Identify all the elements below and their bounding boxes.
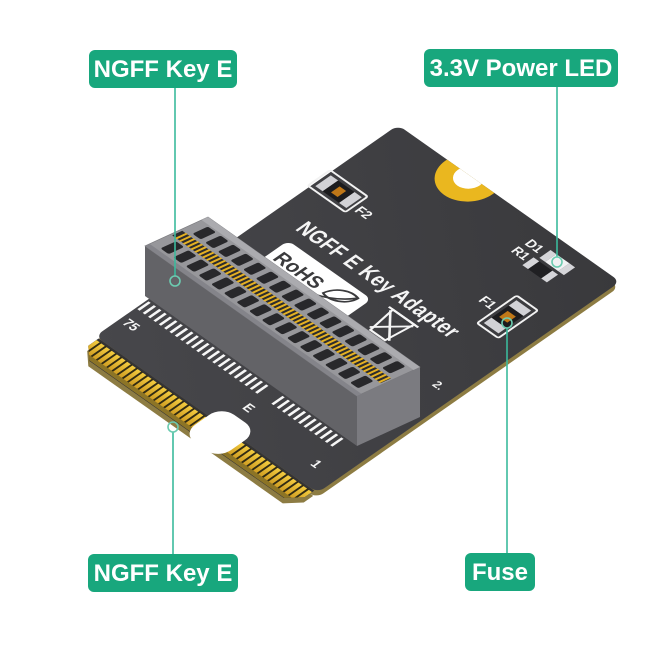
callout-label-top-right-text: 3.3V Power LED <box>430 55 613 82</box>
callout-endpoint-socket <box>169 275 181 287</box>
edge-connector-tab <box>78 338 315 505</box>
fuse-f1-cap <box>483 317 507 334</box>
resistor-body <box>528 261 553 279</box>
fuse-f2-cap <box>339 192 362 209</box>
power-led <box>545 254 570 272</box>
callout-endpoint-fuse <box>501 317 513 329</box>
socket-back-ridge <box>201 217 420 370</box>
fuse-f2-element <box>331 186 347 197</box>
socket-top-face <box>144 216 421 397</box>
callout-label-top-left: NGFF Key E <box>89 50 237 88</box>
key-e-notch <box>189 411 251 454</box>
socket-slot-row-back <box>193 227 405 374</box>
fuse-f1-cap <box>508 300 532 316</box>
socket-front-edge <box>145 243 362 397</box>
fuse-f2: F2 <box>307 169 376 221</box>
pcb-surface <box>99 127 617 491</box>
callouts: NGFF Key E 3.3V Power LED NGFF Key E Fus… <box>88 49 618 592</box>
callout-label-bottom-right: Fuse <box>465 553 535 591</box>
socket-slot-row-front <box>161 241 373 388</box>
led-pad <box>558 263 576 276</box>
resistor-pad <box>541 270 559 283</box>
resistor-pad <box>522 257 540 270</box>
gold-finger-gaps <box>84 342 310 501</box>
ngff-socket <box>144 216 421 446</box>
pcb-board: 75 E 1 2. NGFF E Key Adapter RoHS <box>78 127 617 505</box>
callout-label-bottom-right-text: Fuse <box>472 559 528 586</box>
callout-label-top-left-text: NGFF Key E <box>94 56 233 83</box>
callout-label-bottom-left: NGFF Key E <box>88 554 238 592</box>
socket-gold-pins <box>175 232 391 383</box>
callout-label-bottom-left-text: NGFF Key E <box>94 560 233 587</box>
fuse-f2-cap <box>315 175 339 192</box>
callout-endpoint-led <box>551 256 563 268</box>
callout-label-top-right: 3.3V Power LED <box>424 49 618 87</box>
callout-endpoint-fingers <box>167 421 179 433</box>
socket-front-face <box>145 246 357 446</box>
pin-tick-marks <box>137 301 344 447</box>
socket-right-face <box>357 367 420 446</box>
gold-rim <box>78 349 298 505</box>
led-pad <box>539 250 557 262</box>
